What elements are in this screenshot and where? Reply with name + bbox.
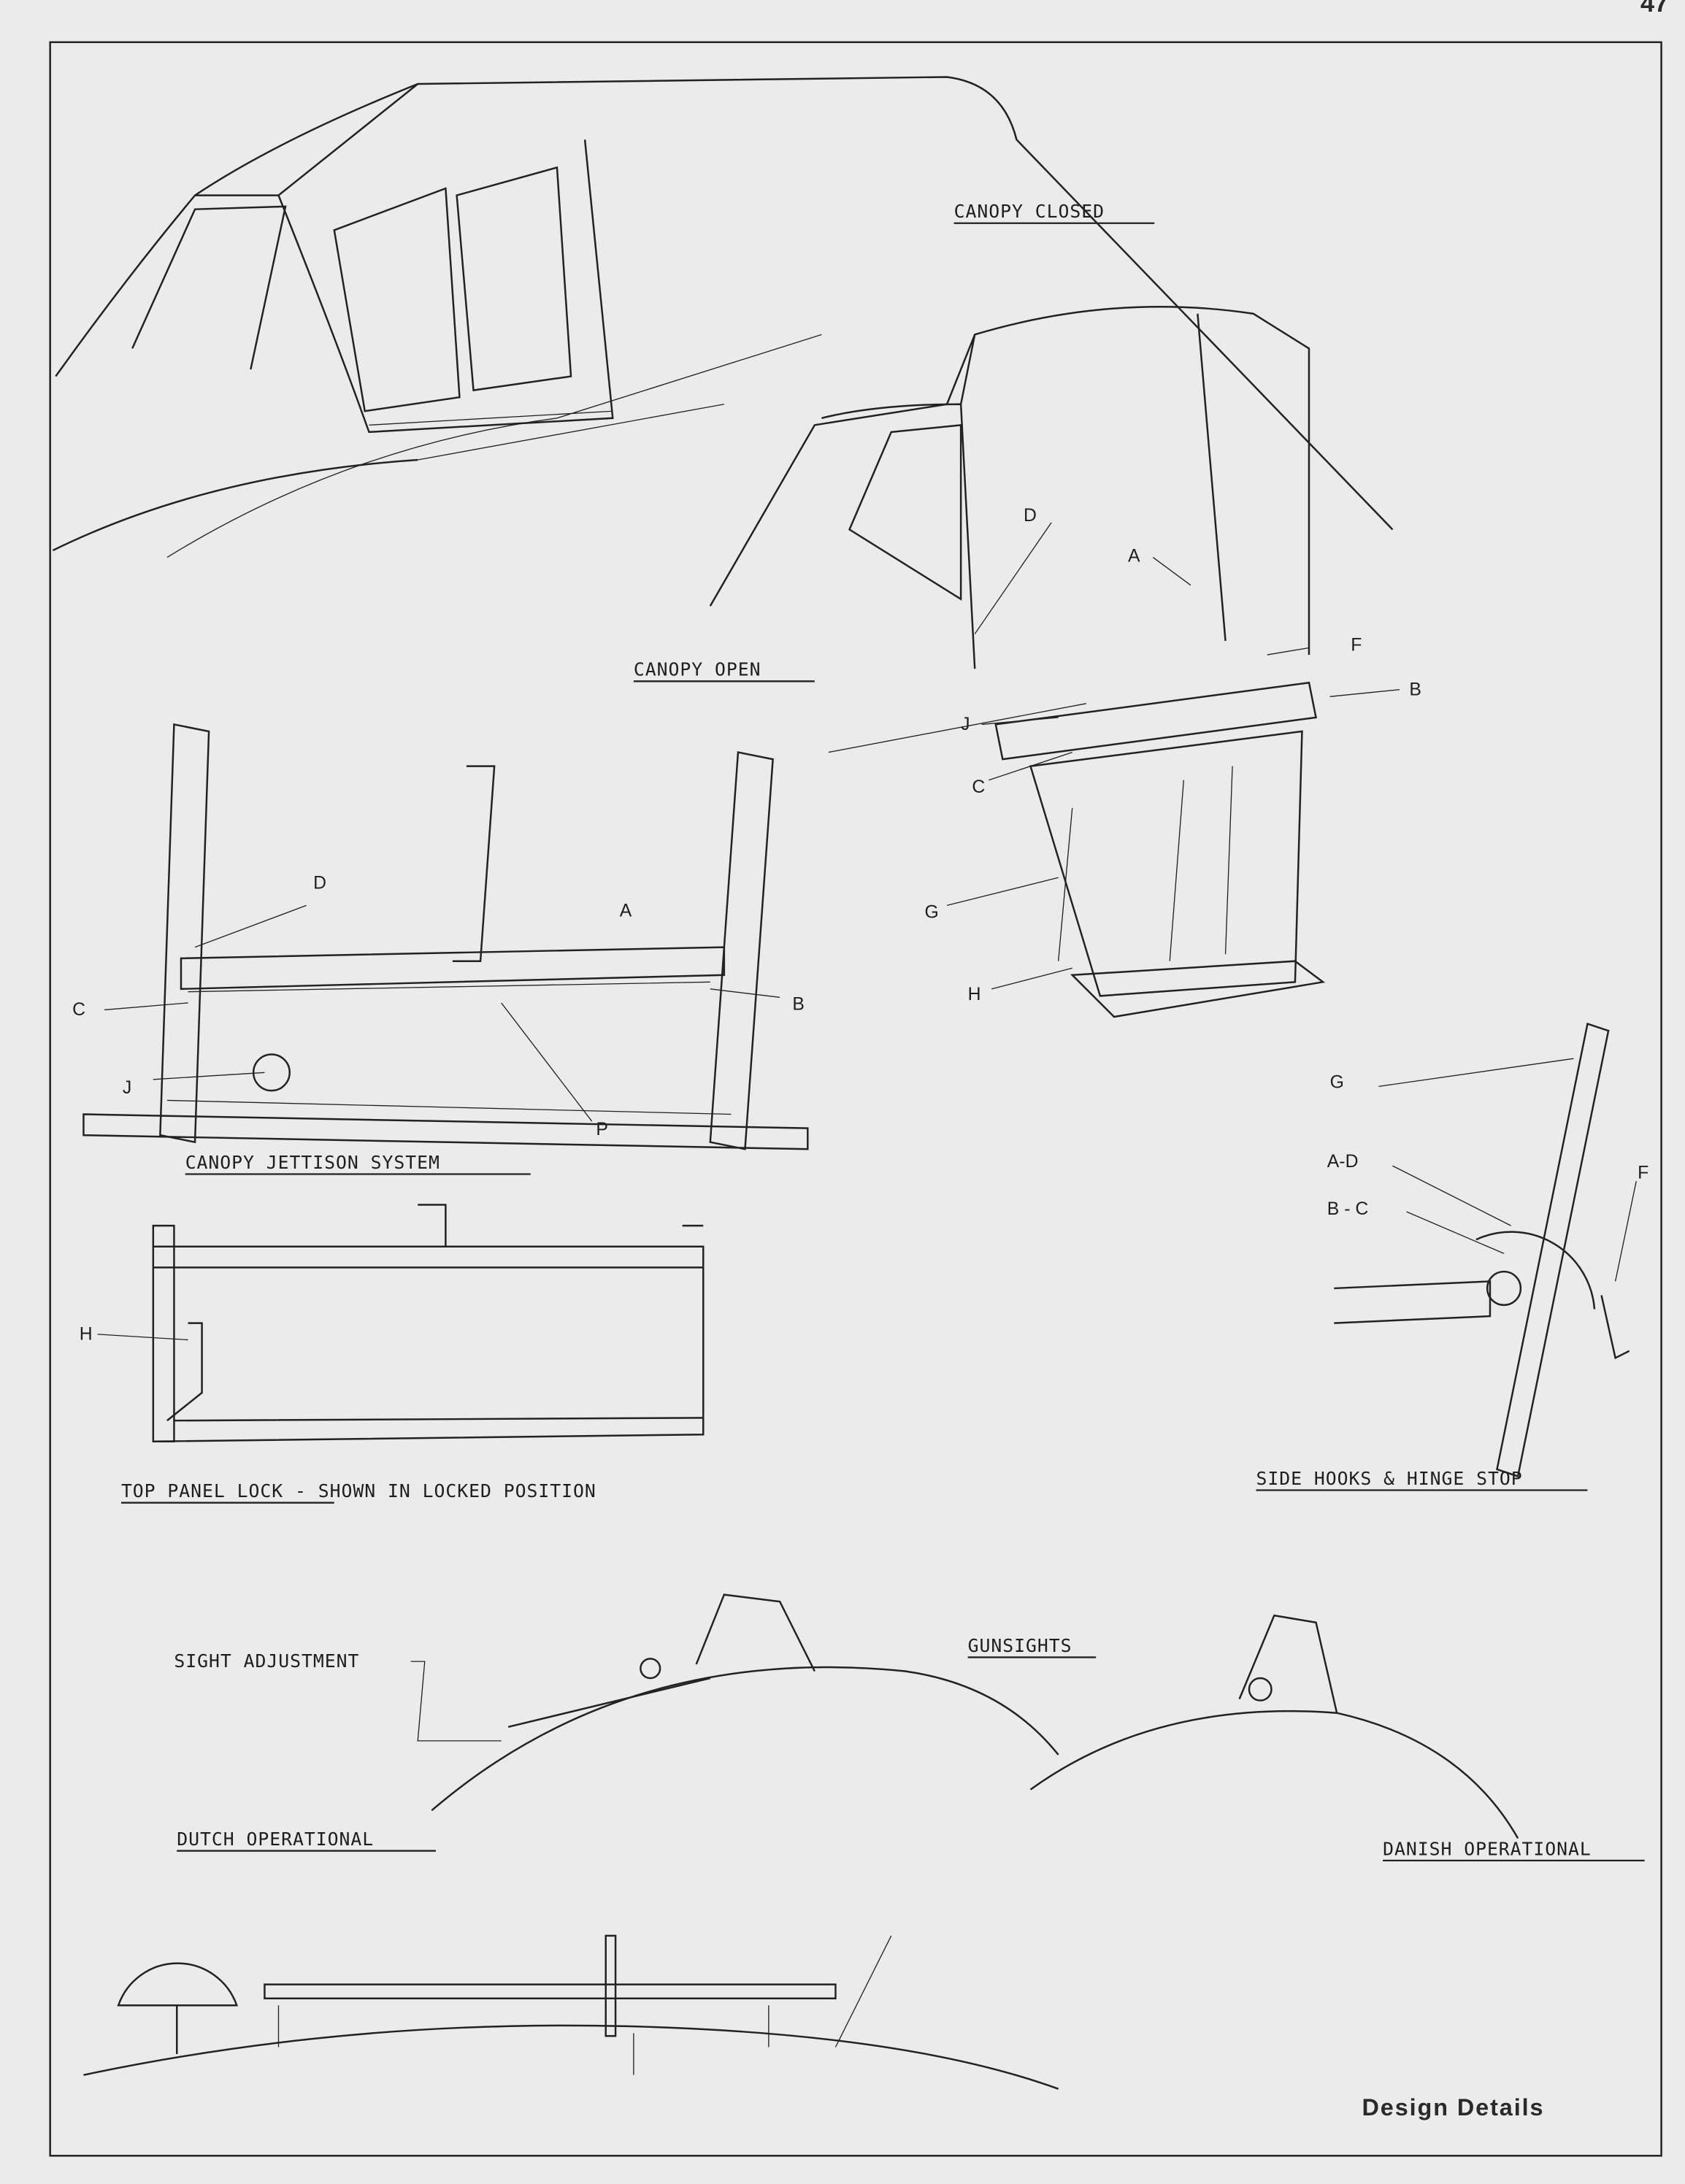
- callout-d: D: [313, 874, 326, 893]
- caption-danish: DANISH OPERATIONAL: [1383, 1838, 1592, 1859]
- footer-title: Design Details: [1362, 2094, 1544, 2120]
- callout-a-d: A-D: [1327, 1152, 1359, 1172]
- callout-f: F: [1638, 1163, 1648, 1183]
- page-border: [49, 41, 1662, 2157]
- callout-d: D: [1024, 506, 1037, 526]
- caption-side-hooks: SIDE HOOKS & HINGE STOP: [1256, 1468, 1523, 1489]
- sight-detail-drawing: [83, 1934, 1059, 2090]
- gunsights-drawing: SIGHT ADJUSTMENT GUNSIGHTS DUTCH OPERATI…: [174, 1593, 1645, 1862]
- caption-gunsights: GUNSIGHTS: [968, 1635, 1072, 1656]
- caption-sight-adjustment: SIGHT ADJUSTMENT: [174, 1650, 359, 1672]
- callout-g: G: [1330, 1072, 1344, 1092]
- side-hooks-drawing: G A-D B - C F SIDE HOOKS & HINGE STOP: [1256, 1022, 1648, 1491]
- callout-b: B: [792, 994, 805, 1014]
- callout-p: P: [596, 1120, 608, 1139]
- callout-f: F: [1351, 635, 1362, 655]
- callout-j: J: [123, 1078, 131, 1098]
- callout-c: C: [972, 777, 985, 797]
- callout-c: C: [72, 1000, 85, 1020]
- callout-h: H: [80, 1325, 93, 1345]
- top-panel-lock-drawing: H TOP PANEL LOCK - SHOWN IN LOCKED POSIT…: [80, 1204, 705, 1504]
- callout-g: G: [925, 903, 939, 923]
- page-number: 47: [1640, 0, 1668, 18]
- callout-j: J: [961, 715, 970, 734]
- caption-canopy-closed: CANOPY CLOSED: [954, 201, 1105, 222]
- caption-top-panel-lock: TOP PANEL LOCK - SHOWN IN LOCKED POSITIO…: [121, 1480, 596, 1502]
- caption-canopy-jettison: CANOPY JETTISON SYSTEM: [185, 1152, 440, 1173]
- callout-h: H: [968, 985, 981, 1004]
- caption-canopy-open: CANOPY OPEN: [634, 659, 761, 680]
- canopy-open-drawing: CANOPY OPEN D A F B J C G H: [633, 305, 1421, 1018]
- caption-dutch: DUTCH OPERATIONAL: [177, 1829, 374, 1850]
- callout-b-c: B - C: [1327, 1199, 1368, 1219]
- callout-a: A: [620, 901, 632, 921]
- callout-b: B: [1409, 680, 1421, 699]
- canopy-closed-drawing: CANOPY CLOSED: [52, 76, 1394, 558]
- canopy-jettison-drawing: D A C B J P CANOPY JETTISON SYSTEM: [72, 723, 809, 1175]
- callout-a: A: [1128, 546, 1140, 566]
